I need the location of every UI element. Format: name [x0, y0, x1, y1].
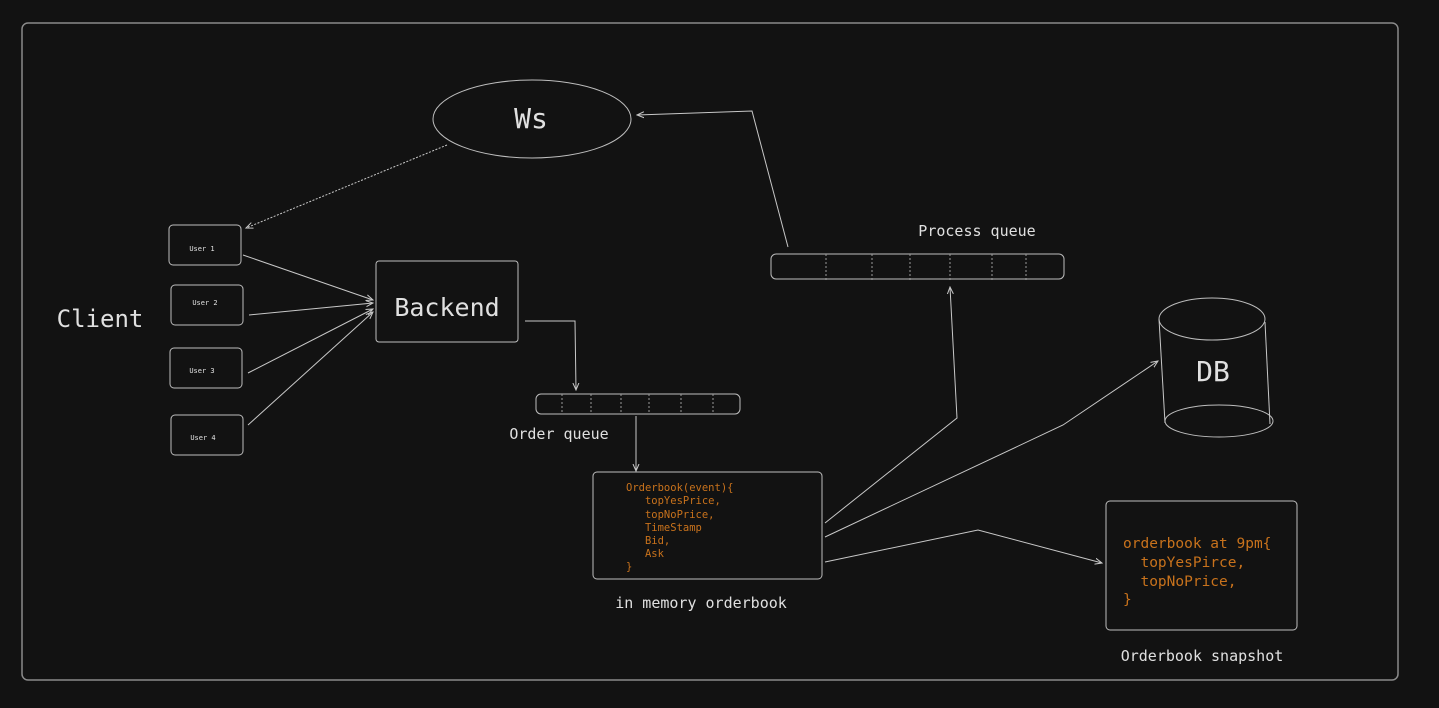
- user-4-label: User 4: [190, 434, 215, 442]
- arrow-backend-to-order-queue: [525, 320, 576, 390]
- orderbook-code-line: Ask: [626, 548, 665, 560]
- db-label: DB: [1196, 355, 1230, 388]
- snapshot-code-line: orderbook at 9pm{: [1123, 536, 1271, 552]
- arrow-orderbook-to-process-queue: [824, 287, 958, 524]
- user-2-node[interactable]: [170, 284, 244, 326]
- snapshot-code-line: topYesPirce,: [1123, 555, 1245, 571]
- snapshot-code-line: topNoPrice,: [1123, 574, 1237, 590]
- order-queue-dividers: [561, 394, 714, 414]
- arrow-orderbook-to-snapshot: [824, 529, 1102, 563]
- frame: [21, 22, 1399, 681]
- orderbook-code-line: Bid,: [626, 535, 670, 547]
- orderbook-code-line: topNoPrice,: [626, 509, 715, 521]
- user-2-label: User 2: [192, 299, 217, 307]
- arrow-user2-to-backend: [248, 303, 373, 316]
- process-queue-node[interactable]: [770, 253, 1065, 280]
- snapshot-node[interactable]: [1105, 500, 1298, 631]
- arrow-ws-to-user1: [246, 144, 448, 228]
- user-1-node[interactable]: [168, 224, 242, 266]
- arrow-user1-to-backend: [242, 254, 373, 300]
- order-queue-label: Order queue: [509, 425, 608, 443]
- arrow-user4-to-backend: [247, 312, 373, 426]
- snapshot-code-line: }: [1123, 592, 1132, 608]
- orderbook-code-line: topYesPrice,: [626, 495, 721, 507]
- client-label: Client: [57, 305, 144, 333]
- user-3-label: User 3: [189, 367, 214, 375]
- arrow-process-queue-to-ws: [637, 110, 789, 248]
- orderbook-code-line: TimeStamp: [626, 522, 702, 534]
- orderbook-node[interactable]: [592, 471, 823, 580]
- user-3-node[interactable]: [169, 347, 243, 389]
- backend-label: Backend: [394, 293, 499, 322]
- process-queue-dividers: [825, 254, 1027, 281]
- user-4-node[interactable]: [170, 414, 244, 456]
- ws-label: Ws: [514, 102, 548, 135]
- db-node[interactable]: [1158, 297, 1274, 438]
- arrow-orderbook-to-db: [824, 361, 1158, 538]
- orderbook-snapshot-label: Orderbook snapshot: [1121, 647, 1284, 665]
- ws-node[interactable]: [432, 79, 632, 159]
- arrow-user3-to-backend: [247, 309, 373, 374]
- process-queue-label: Process queue: [918, 222, 1035, 240]
- in-memory-orderbook-label: in memory orderbook: [615, 594, 787, 612]
- backend-node[interactable]: [375, 260, 519, 343]
- orderbook-code-line: Orderbook(event){: [626, 482, 733, 494]
- connectors: [242, 110, 1158, 563]
- user-1-label: User 1: [189, 245, 214, 253]
- order-queue-node[interactable]: [535, 393, 741, 415]
- orderbook-code-line: }: [626, 561, 632, 573]
- snapshot-code: orderbook at 9pm{ topYesPirce, topNoPric…: [1123, 536, 1271, 608]
- orderbook-code: Orderbook(event){ topYesPrice, topNoPric…: [626, 482, 733, 573]
